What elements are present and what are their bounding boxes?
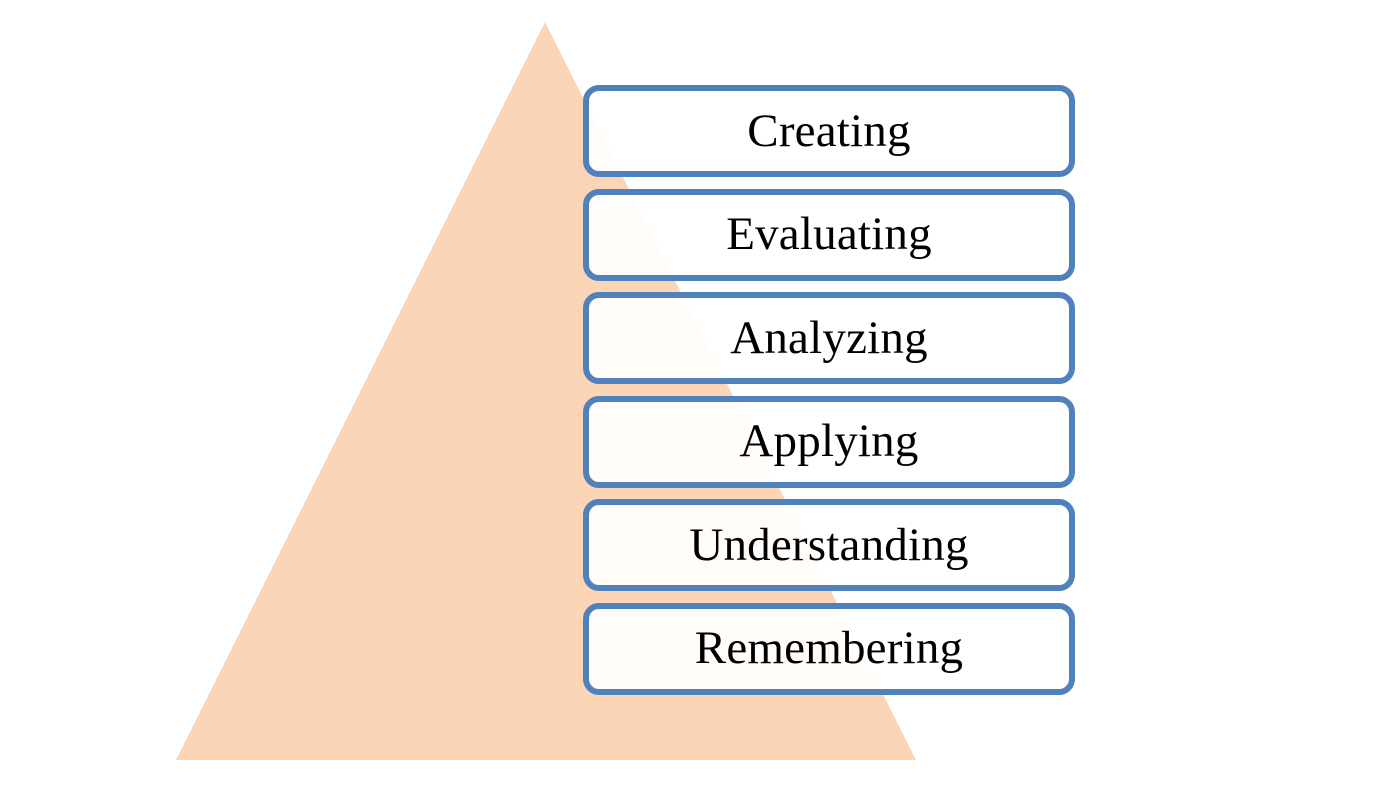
pyramid-level-analyzing[interactable]: Analyzing	[583, 292, 1075, 385]
pyramid-level-understanding[interactable]: Understanding	[583, 499, 1075, 592]
pyramid-level-label: Evaluating	[726, 208, 932, 261]
pyramid-level-label: Applying	[739, 415, 919, 468]
pyramid-level-evaluating[interactable]: Evaluating	[583, 188, 1075, 281]
pyramid-level-applying[interactable]: Applying	[583, 395, 1075, 488]
pyramid-level-label: Remembering	[694, 622, 964, 675]
pyramid-level-remembering[interactable]: Remembering	[583, 602, 1075, 695]
pyramid-level-label: Understanding	[689, 518, 969, 571]
pyramid-level-label: Analyzing	[730, 311, 928, 364]
pyramid-level-stack: Creating Evaluating Analyzing Applying U…	[583, 85, 1075, 695]
pyramid-level-label: Creating	[747, 104, 911, 157]
pyramid-level-creating[interactable]: Creating	[583, 85, 1075, 177]
